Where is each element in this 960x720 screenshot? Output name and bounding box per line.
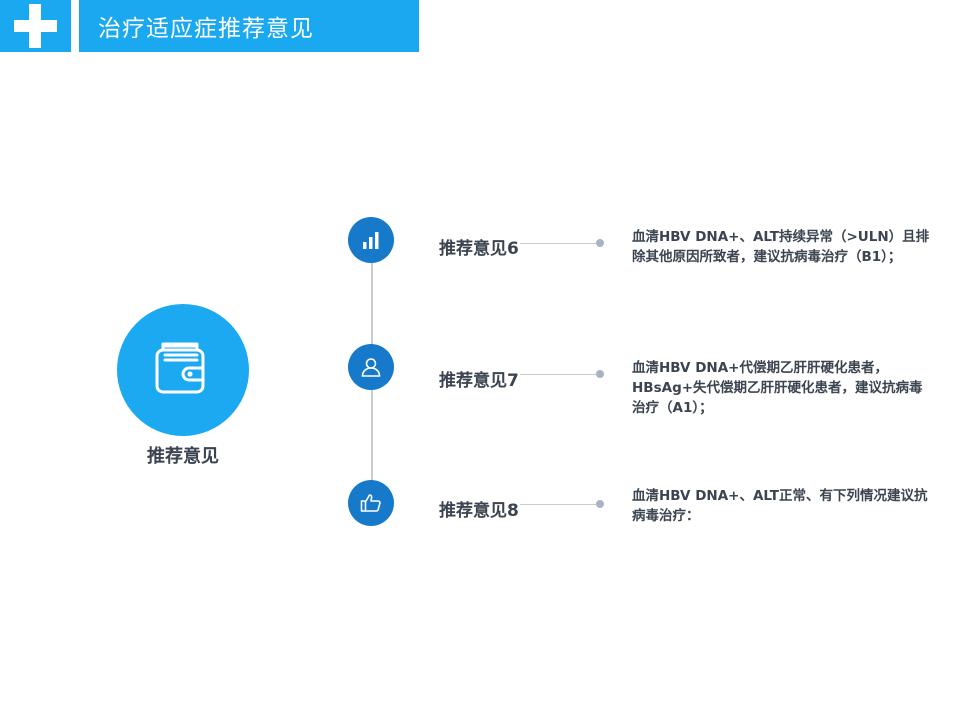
- item-label-7: 推荐意见7: [439, 371, 519, 391]
- header-bar: 治疗适应症推荐意见: [79, 0, 419, 52]
- wallet-icon: [155, 342, 205, 394]
- item-desc-8: 血清HBV DNA+、ALT正常、有下列情况建议抗病毒治疗：: [632, 488, 928, 524]
- user-icon: [348, 344, 394, 390]
- item-desc-7: 血清HBV DNA+代偿期乙肝肝硬化患者，HBsAg+失代偿期乙肝肝硬化患者，建…: [632, 360, 923, 416]
- main-circle: [117, 304, 249, 436]
- connector: [520, 243, 600, 244]
- main-label: 推荐意见: [147, 446, 219, 467]
- item-label-6: 推荐意见6: [439, 239, 519, 259]
- plus-icon: [0, 0, 71, 52]
- thumbs-up-icon: [348, 480, 394, 526]
- connector-dot: [596, 370, 604, 378]
- connector-dot: [596, 500, 604, 508]
- connector: [520, 374, 600, 375]
- page-title: 治疗适应症推荐意见: [98, 16, 314, 42]
- item-desc-6: 血清HBV DNA+、ALT持续异常（>ULN）且排除其他原因所致者，建议抗病毒…: [632, 229, 930, 265]
- connector-dot: [596, 239, 604, 247]
- bar-chart-icon: [348, 217, 394, 263]
- item-label-8: 推荐意见8: [439, 501, 519, 521]
- connector: [520, 504, 600, 505]
